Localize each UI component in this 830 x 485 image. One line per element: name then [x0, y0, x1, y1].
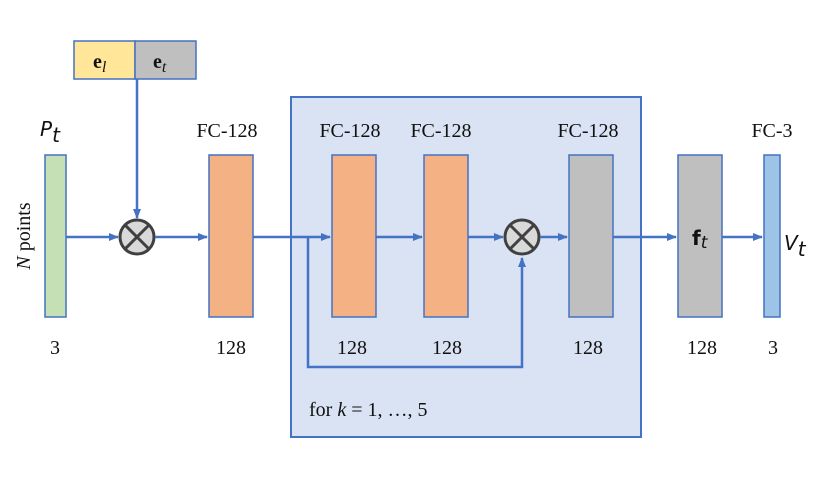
feature-layer	[677, 154, 723, 318]
embedding-el-main: e	[93, 51, 102, 73]
fc1-layer	[208, 154, 254, 318]
fc-c-title: FC-128	[557, 120, 618, 142]
fc-a-dim: 128	[337, 337, 367, 359]
svg-text:el: el	[93, 51, 107, 76]
fc1-dim: 128	[216, 337, 246, 359]
fc-b-dim: 128	[432, 337, 462, 359]
output-title: FC-3	[751, 120, 792, 142]
input-symbol: Pt	[40, 117, 61, 147]
fc1-title: FC-128	[196, 120, 257, 142]
input-points-label: N points	[13, 202, 35, 270]
output-dim: 3	[768, 337, 778, 359]
fc-a-title: FC-128	[319, 120, 380, 142]
fc-b-title: FC-128	[410, 120, 471, 142]
fc-a-layer	[331, 154, 377, 318]
connections	[66, 79, 763, 369]
multiply-node-1	[118, 218, 156, 256]
embedding-el-sub: l	[102, 59, 107, 76]
loop-label: for k = 1, …, 5	[309, 399, 428, 421]
feature-symbol: ft	[692, 226, 709, 253]
fc-c-dim: 128	[573, 337, 603, 359]
feature-dim: 128	[687, 337, 717, 359]
embedding-el-cell	[73, 40, 136, 80]
input-dim: 3	[50, 337, 60, 359]
multiply-node-2	[503, 218, 541, 256]
embedding-et-cell	[134, 40, 197, 80]
svg-text:et: et	[153, 51, 167, 76]
fc-c-layer	[568, 154, 614, 318]
embedding-et-main: e	[153, 51, 162, 73]
embedding-box: el et	[73, 40, 197, 80]
embedding-et-sub: t	[162, 59, 167, 76]
fc-b-layer	[423, 154, 469, 318]
input-points-bar	[44, 154, 67, 318]
output-layer	[763, 154, 781, 318]
skip-connection	[306, 237, 526, 369]
output-symbol: Vt	[784, 231, 807, 261]
